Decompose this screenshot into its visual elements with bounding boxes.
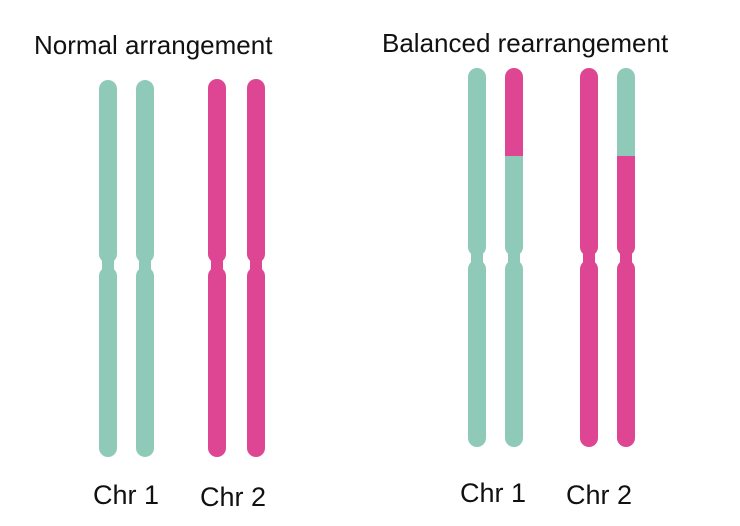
arm-q	[580, 260, 598, 447]
centromere	[508, 252, 520, 264]
centromere	[620, 252, 632, 264]
centromere	[250, 259, 262, 271]
panel-title-normal: Normal arrangement	[34, 30, 273, 60]
arm-p	[617, 156, 635, 256]
centromere	[211, 259, 223, 271]
chromosome-normal-4	[247, 79, 265, 457]
centromere	[102, 259, 114, 271]
chromosome-balanced-2	[505, 68, 523, 447]
arm-q	[505, 260, 523, 447]
chromosome-normal-3	[208, 79, 226, 457]
label-chr1-normal: Chr 1	[93, 480, 160, 510]
arm-q	[617, 260, 635, 447]
panel-title-balanced: Balanced rearrangement	[382, 28, 669, 58]
arm-q	[136, 267, 154, 457]
arm-p	[580, 68, 598, 256]
arm-p	[247, 79, 265, 263]
arm-q	[468, 260, 486, 447]
arm-p	[99, 80, 117, 263]
chromosome-balanced-3	[580, 68, 598, 447]
centromere	[139, 259, 151, 271]
arm-p	[468, 68, 486, 256]
arm-q	[99, 267, 117, 457]
chromosome-balanced-4	[617, 68, 635, 447]
arm-p	[136, 80, 154, 263]
segment-upper	[505, 68, 523, 156]
label-chr2-normal: Chr 2	[200, 482, 267, 512]
label-chr1-balanced: Chr 1	[460, 478, 527, 508]
chromosome-normal-2	[136, 80, 154, 457]
arm-q	[247, 267, 265, 457]
centromere	[471, 252, 483, 264]
arm-p	[208, 79, 226, 263]
segment-upper	[617, 68, 635, 156]
label-chr2-balanced: Chr 2	[566, 480, 633, 510]
chromosome-normal-1	[99, 80, 117, 457]
chromosome-balanced-1	[468, 68, 486, 447]
arm-p	[505, 156, 523, 256]
centromere	[583, 252, 595, 264]
arm-q	[208, 267, 226, 457]
